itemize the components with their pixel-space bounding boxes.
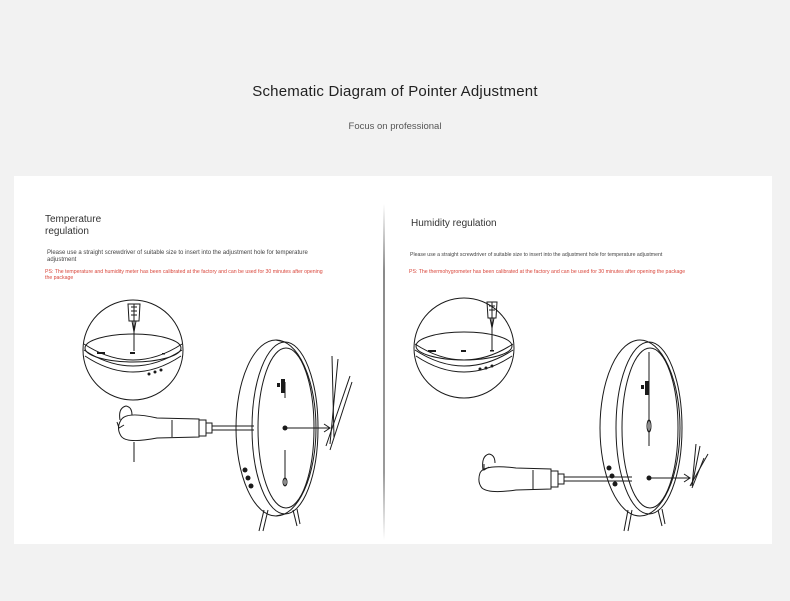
- humidity-instruction: Please use a straight screwdriver of sui…: [410, 252, 663, 258]
- magnifier-bubble: [82, 299, 184, 401]
- temperature-note: PS: The temperature and humidity meter h…: [45, 269, 323, 282]
- humidity-note: PS: The thermohygrometer has been calibr…: [409, 269, 686, 275]
- humidity-section: Humidity regulation Please use a straigh…: [386, 176, 772, 544]
- hygrometer-device: [599, 339, 709, 532]
- screwdriver: [478, 453, 632, 493]
- section-divider: [383, 204, 385, 540]
- temperature-instruction: Please use a straight screwdriver of sui…: [47, 250, 308, 263]
- temperature-heading: Temperature regulation: [45, 214, 102, 237]
- temperature-illustration: [82, 299, 353, 532]
- temperature-section: Temperature regulation Please use a stra…: [14, 176, 382, 544]
- humidity-illustration: [413, 297, 709, 532]
- screwdriver: [116, 405, 254, 462]
- page-title: Schematic Diagram of Pointer Adjustment: [252, 83, 538, 100]
- diagram-panel: Temperature regulation Please use a stra…: [14, 176, 772, 544]
- magnifier-bubble: [413, 297, 515, 399]
- page-subtitle: Focus on professional: [348, 121, 442, 132]
- humidity-heading: Humidity regulation: [411, 218, 497, 229]
- hygrometer-device: [235, 339, 353, 532]
